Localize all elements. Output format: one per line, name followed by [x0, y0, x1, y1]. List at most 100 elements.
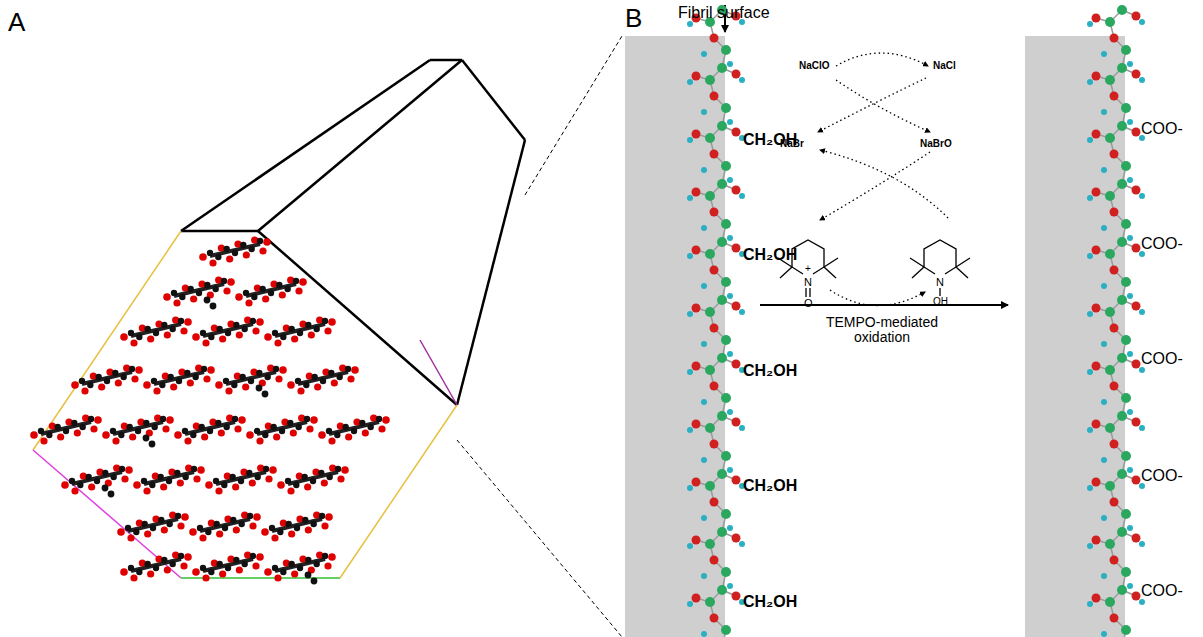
group-label: COO- [1141, 120, 1183, 138]
atom [295, 287, 302, 294]
cycle-arrows [818, 53, 948, 306]
atom [269, 525, 275, 531]
atom [1127, 119, 1133, 125]
atom [240, 242, 246, 248]
cellulose-chain [192, 551, 264, 581]
atom [1121, 567, 1131, 577]
atom [328, 318, 336, 326]
atom [1101, 515, 1107, 521]
atom [732, 534, 741, 543]
atom [164, 566, 171, 573]
atom [1139, 367, 1145, 373]
atom [310, 521, 316, 527]
glucose-unit [687, 179, 745, 242]
atom [235, 293, 243, 301]
atom [219, 335, 226, 342]
atom [328, 370, 334, 376]
atom [1087, 21, 1093, 27]
atom [279, 366, 287, 374]
atom [272, 565, 278, 571]
atom [209, 259, 216, 266]
atom [207, 428, 213, 434]
surface-chains [687, 5, 1145, 637]
glucose-unit [1087, 469, 1145, 532]
atom [79, 424, 85, 430]
atom [98, 383, 105, 390]
atom [1132, 476, 1141, 485]
atom [378, 425, 385, 432]
atom [174, 470, 180, 476]
zoom-lines [457, 36, 622, 637]
atom [1110, 34, 1119, 43]
atom [170, 383, 177, 390]
cellulose-chain [199, 236, 271, 266]
glucose-unit [687, 295, 745, 358]
atom [305, 572, 312, 579]
reaction-arrow [760, 304, 1008, 306]
atom [701, 515, 707, 521]
atom [705, 75, 715, 85]
atom [1121, 625, 1131, 635]
atom [74, 429, 81, 436]
atom [1121, 103, 1131, 113]
atom [249, 479, 256, 486]
atom [189, 528, 197, 536]
atom [161, 557, 167, 563]
cellulose-chain [235, 276, 307, 306]
atom [153, 330, 159, 336]
atom [184, 318, 192, 326]
atom [279, 428, 285, 434]
fibril-band [1025, 36, 1125, 637]
atom [191, 466, 197, 472]
atom [197, 466, 205, 474]
cellulose-chain [318, 414, 390, 444]
cellulose-chain [61, 464, 133, 497]
atom [215, 420, 221, 426]
atom [261, 528, 269, 536]
atom [1121, 393, 1131, 403]
atom [257, 238, 263, 244]
atom [223, 378, 229, 384]
cellulose-chain [264, 551, 336, 584]
atom [277, 481, 285, 489]
panel-label: A [8, 8, 25, 37]
atom [226, 255, 233, 262]
atom [119, 466, 125, 472]
atom [705, 539, 715, 549]
atom [727, 467, 733, 473]
atom [351, 428, 357, 434]
atom [705, 481, 715, 491]
atom [732, 418, 741, 427]
glucose-unit [1087, 237, 1145, 300]
reagent-label: NaBrO [920, 138, 952, 149]
atom [351, 366, 359, 374]
atom [710, 382, 719, 391]
atom [701, 51, 707, 57]
atom [210, 303, 217, 310]
atom [1087, 79, 1093, 85]
atom [162, 425, 169, 432]
atom [1101, 341, 1107, 347]
atom [721, 45, 731, 55]
atom [1105, 191, 1115, 201]
atom [1087, 601, 1093, 607]
atom [166, 521, 172, 527]
atom [727, 583, 733, 589]
atom [216, 326, 222, 332]
atom [110, 428, 116, 434]
atom [180, 562, 187, 569]
atom [245, 299, 252, 306]
atom [269, 466, 277, 474]
glucose-unit [687, 237, 745, 300]
atom [320, 378, 326, 384]
group-label: COO- [1141, 350, 1183, 368]
atom [727, 293, 733, 299]
atom [247, 513, 253, 519]
group-label: CH₂OH [743, 131, 797, 149]
atom [272, 330, 278, 336]
atom [1105, 307, 1115, 317]
atom [201, 366, 207, 372]
atom [144, 326, 150, 332]
atom [221, 482, 227, 488]
atom [1132, 244, 1141, 253]
